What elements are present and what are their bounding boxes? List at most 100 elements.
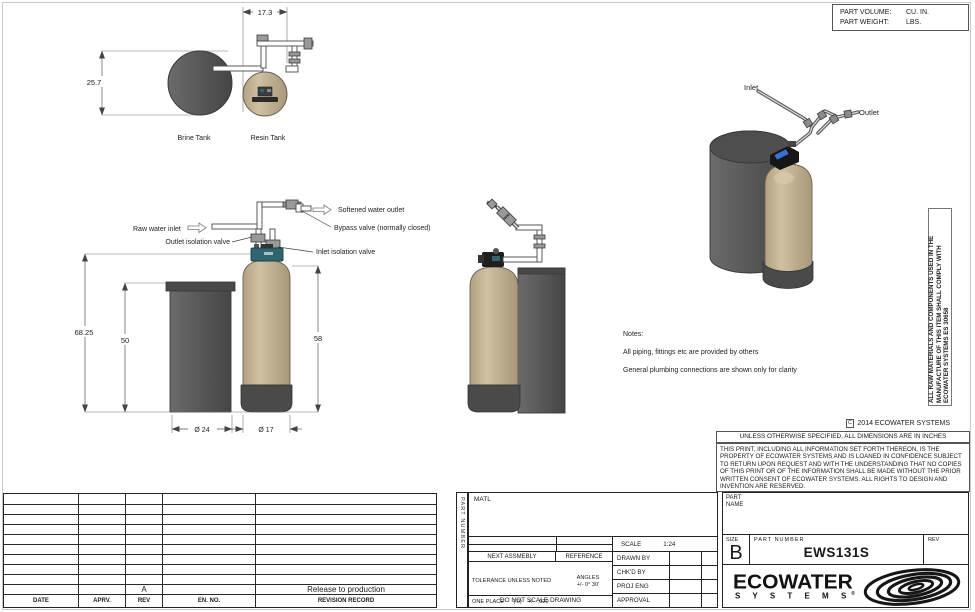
resin-tank-label: Resin Tank: [251, 135, 286, 142]
compliance-note-text: ALL RAW MATERIALS AND COMPONENTS USED IN…: [928, 235, 950, 403]
dim-dia-17: Ø 17: [231, 415, 302, 434]
side-valve: [478, 248, 504, 267]
compliance-note-box: ALL RAW MATERIALS AND COMPONENTS USED IN…: [928, 208, 952, 406]
part-name-label: PART NAME: [726, 495, 744, 508]
brine-tank-side: [517, 267, 566, 414]
brine-tank-front: [165, 281, 236, 413]
side-piping: [486, 198, 546, 263]
scale-label: SCALE: [621, 540, 642, 548]
chkd-by-label: CHK'D BY: [613, 566, 670, 579]
notes-title: Notes:: [623, 331, 644, 338]
angles-value: +/- 0° 30': [576, 581, 600, 588]
iso-outlet-label: Outlet: [859, 108, 880, 117]
rev-label: REV: [928, 537, 940, 543]
revision-header-record: REVISION RECORD: [256, 594, 436, 608]
copyright-symbol-icon: C: [845, 419, 855, 428]
drawing-id-row: SIZE B PART NUMBER EWS131S REV: [723, 535, 968, 565]
front-view: Raw water inlet Softened water outlet By…: [69, 199, 430, 434]
revision-header-enno: EN. NO.: [163, 594, 256, 608]
raw-water-inlet-label: Raw water inlet: [133, 226, 181, 233]
matl-box: MATL: [469, 493, 717, 537]
resin-tank-iso: [762, 163, 814, 289]
dim-height-text: 25.7: [87, 78, 102, 87]
tolerance-title: TOLERANCE UNLESS NOTED: [472, 578, 552, 584]
part-weight-label: PART WEIGHT:: [840, 19, 890, 26]
reference-label: REFERENCE: [565, 553, 603, 560]
brine-tank-top: [167, 50, 233, 116]
part-number-value: EWS131S: [803, 545, 870, 560]
property-note: THIS PRINT, INCLUDING ALL INFORMATION SE…: [716, 443, 970, 492]
part-name-box: PART NAME: [723, 493, 968, 535]
next-assembly-label: NEXT ASSMEBLY: [469, 552, 556, 561]
approval-label: APPROVAL: [613, 594, 670, 607]
dim-overall-height-text: 68.25: [75, 328, 94, 337]
dim-resin-height-text: 58: [314, 334, 322, 343]
brand-sub: S Y S T E M S: [735, 591, 852, 601]
angles-label: ANGLES: [576, 575, 600, 581]
scale-value: 1:24: [663, 540, 676, 548]
iso-piping: [756, 89, 860, 147]
size-label: SIZE: [726, 537, 739, 543]
spec-note: UNLESS OTHERWISE SPECIFIED, ALL DIMENSIO…: [716, 431, 970, 443]
top-view-piping: [256, 34, 314, 73]
iso-inlet-label: Inlet: [744, 83, 759, 92]
part-volume-value: CU. IN.: [906, 9, 929, 16]
revision-record-table: A Release to production DATE APRV. REV E…: [3, 493, 437, 608]
dim-brine-diameter-text: Ø 24: [194, 427, 209, 434]
part-weight-value: LBS.: [906, 19, 922, 26]
side-view: [467, 198, 566, 414]
inlet-isolation-valve-label: Inlet isolation valve: [316, 249, 375, 256]
outlet-isolation-valve-label: Outlet isolation valve: [165, 239, 230, 246]
resin-tank-front: [240, 244, 293, 413]
dim-58: 58: [292, 265, 329, 413]
proj-eng-label: PROJ ENG: [613, 580, 670, 593]
part-number-cell: PART NUMBER EWS131S: [750, 535, 923, 564]
brine-to-resin-pipe: [212, 65, 264, 72]
part-volume-label: PART VOLUME:: [840, 9, 892, 16]
ecowater-swirl-icon: [863, 567, 961, 606]
dim-resin-diameter-text: Ø 17: [258, 427, 273, 434]
dim-50: 50: [114, 282, 166, 413]
softened-water-outlet-label: Softened water outlet: [338, 207, 404, 214]
drawn-by-label: DRAWN BY: [613, 552, 670, 565]
iso-valve: [770, 141, 799, 170]
brand-logo-row: ECOWATER S Y S T E M S®: [723, 565, 968, 608]
copyright-text: 2014 ECOWATER SYSTEMS: [857, 420, 950, 427]
notes-line-1: All piping, fittings etc are provided by…: [623, 349, 759, 356]
part-info-box: PART VOLUME: CU. IN. PART WEIGHT: LBS.: [832, 4, 969, 31]
brine-tank-label: Brine Tank: [178, 135, 211, 142]
softened-water-outlet-arrow-icon: [312, 204, 332, 216]
control-valve: [250, 244, 284, 262]
resin-tank-side: [467, 266, 521, 413]
dim-68-25: 68.25: [69, 253, 251, 413]
dim-25-7: 25.7: [82, 50, 228, 116]
revision-header-rev: REV: [126, 594, 163, 608]
matl-label: MATL: [474, 496, 491, 503]
dim-brine-height-text: 50: [121, 336, 129, 345]
size-cell: SIZE B: [723, 535, 750, 564]
tolerance-block: NEXT ASSMEBLY REFERENCE TOLERANCE UNLESS…: [469, 537, 613, 607]
registered-mark-icon: ®: [851, 590, 855, 597]
approval-block: SCALE 1:24 DRAWN BY CHK'D BY PROJ ENG AP…: [613, 537, 718, 607]
brand-name: ECOWATER: [733, 571, 853, 594]
rev-cell: REV: [923, 535, 968, 564]
part-number-vertical-label: PART NUMBER: [459, 497, 465, 550]
title-block-middle: MATL NEXT ASSMEBLY REFERENCE TOLERANCE U…: [468, 492, 718, 608]
revision-rev-value: A: [126, 584, 163, 594]
notes-block: Notes: All piping, fittings etc are prov…: [623, 331, 797, 385]
size-value: B: [729, 542, 743, 564]
resin-valve-top: [252, 86, 278, 102]
revision-header-aprv: APRV.: [79, 594, 126, 608]
revision-header-date: DATE: [4, 594, 79, 608]
part-number-label: PART NUMBER: [754, 537, 805, 543]
raw-water-inlet-arrow-icon: [187, 222, 207, 234]
do-not-scale-label: DO NOT SCALE DRAWING: [499, 597, 582, 604]
part-number-strip: PART NUMBER: [456, 492, 468, 608]
dim-width-text: 17.3: [258, 8, 273, 17]
dim-dia-24: Ø 24: [171, 415, 233, 434]
title-block-right: PART NAME SIZE B PART NUMBER EWS131S REV…: [722, 492, 969, 608]
iso-view: Inlet Outlet: [709, 83, 880, 289]
bypass-valve-label: Bypass valve (normally closed): [334, 225, 430, 232]
